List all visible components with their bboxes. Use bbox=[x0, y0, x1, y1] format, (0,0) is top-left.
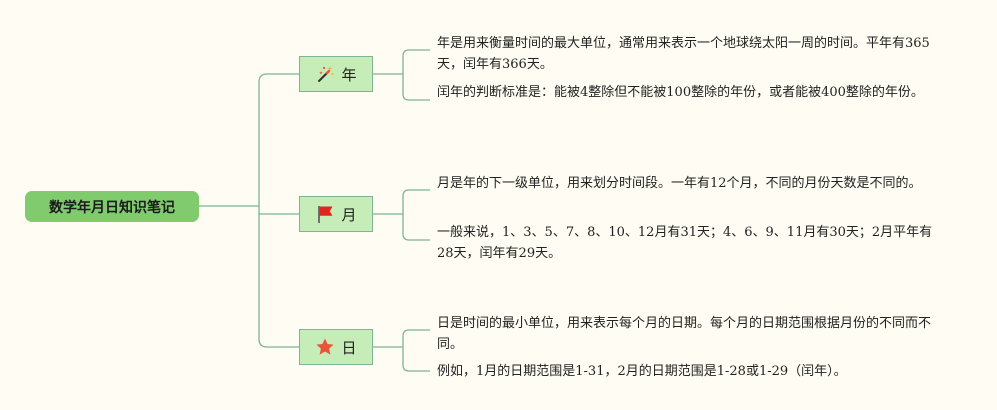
branch-node-month[interactable]: 月 bbox=[299, 196, 373, 232]
leaf-note-day-2: 例如，1月的日期范围是1-31，2月的日期范围是1-28或1-29（闰年）。 bbox=[437, 364, 847, 379]
magic-wand-icon bbox=[315, 64, 335, 84]
leaf-note-day-1: 日是时间的最小单位，用来表示每个月的日期。每个月的日期范围根据月份的不同而不同。 bbox=[437, 316, 932, 352]
branch-3-leaf-2-connector bbox=[402, 347, 430, 372]
leaf-note-year-1: 年是用来衡量时间的最大单位，通常用来表示一个地球绕太阳一周的时间。平年有365天… bbox=[437, 36, 930, 72]
root-label: 数学年月日知识笔记 bbox=[49, 199, 175, 216]
leaf-note-month-1: 月是年的下一级单位，用来划分时间段。一年有12个月，不同的月份天数是不同的。 bbox=[437, 176, 922, 191]
branch-label-month: 月 bbox=[341, 205, 357, 224]
root-node[interactable]: 数学年月日知识笔记 bbox=[25, 191, 199, 222]
branch-label-day: 日 bbox=[341, 338, 357, 357]
star-icon bbox=[315, 337, 335, 357]
branch-3-leaf-1-connector bbox=[402, 329, 430, 347]
trunk-connector bbox=[258, 73, 299, 83]
branch-1-leaf-2-connector bbox=[402, 74, 430, 101]
branch-2-leaf-1-connector bbox=[402, 189, 430, 214]
branch-2-leaf-2-connector bbox=[402, 214, 430, 241]
branch-node-day[interactable]: 日 bbox=[299, 329, 373, 365]
branch-label-year: 年 bbox=[341, 65, 357, 84]
leaf-note-year-2: 闰年的判断标准是：能被4整除但不能被100整除的年份，或者能被400整除的年份。 bbox=[437, 85, 924, 100]
branch-node-year[interactable]: 年 bbox=[299, 56, 373, 92]
red-flag-icon bbox=[315, 204, 335, 224]
trunk-connector-bottom bbox=[258, 338, 299, 348]
branch-1-leaf-1-connector bbox=[402, 49, 430, 74]
leaf-note-month-2: 一般来说，1、3、5、7、8、10、12月有31天；4、6、9、11月有30天；… bbox=[437, 225, 933, 261]
